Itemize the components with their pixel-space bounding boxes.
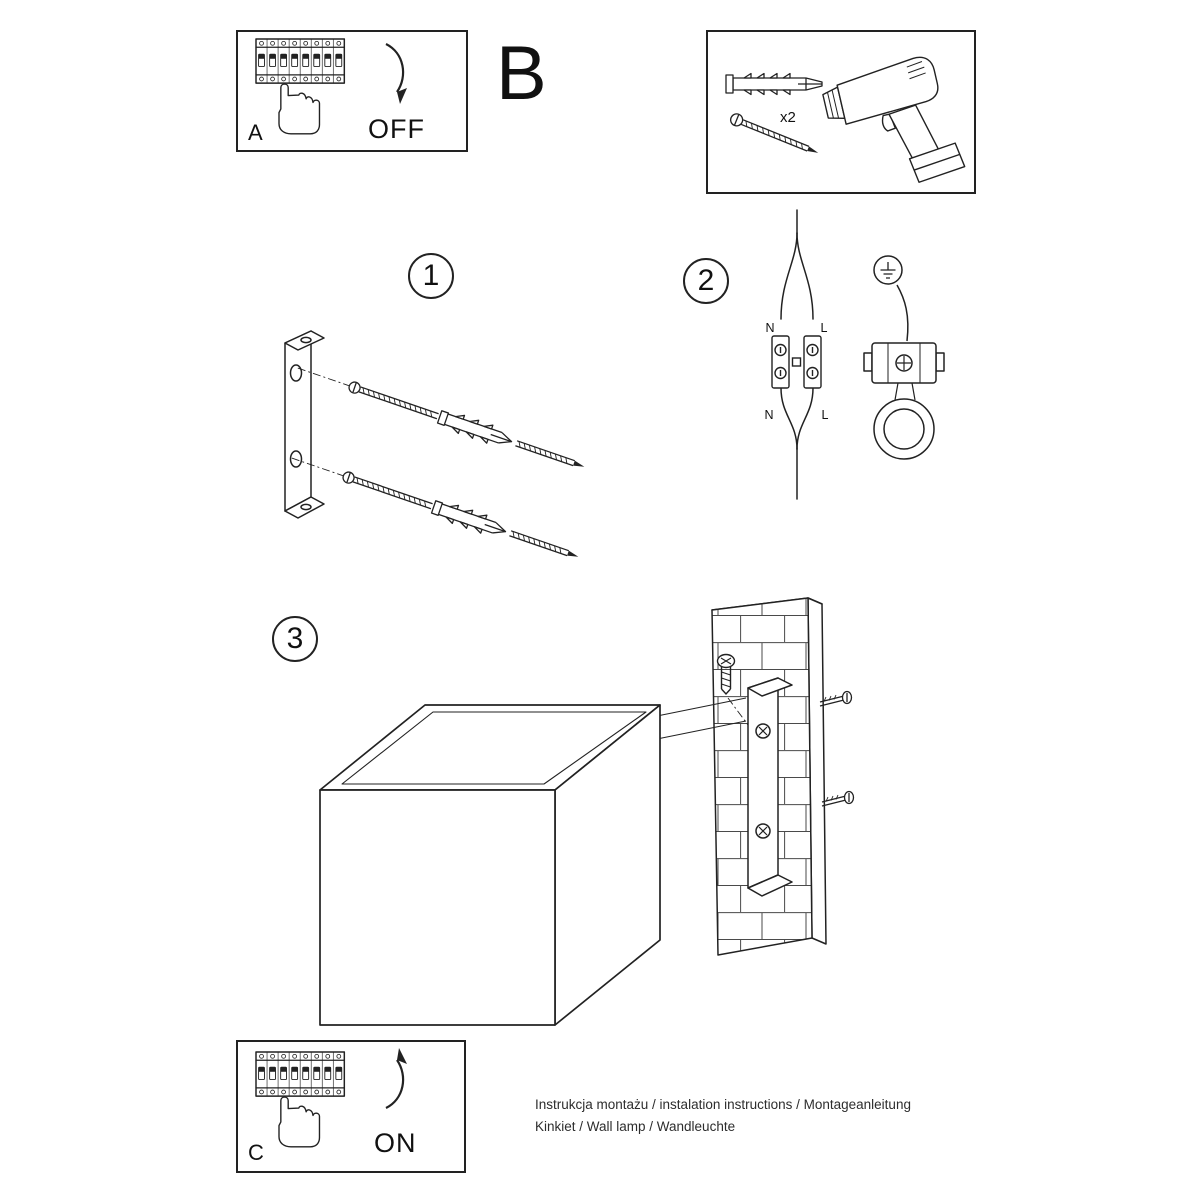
step-3-illustration — [319, 597, 855, 1026]
drill-icon — [822, 56, 966, 183]
wire-label-l-top: L — [821, 321, 828, 335]
earth-ground-icon — [873, 255, 903, 285]
through-bolt-icon — [819, 690, 855, 807]
screw-and-anchor-icon — [288, 448, 583, 567]
wall-anchor-icon — [725, 72, 823, 96]
power-off-panel: A OFF — [236, 30, 468, 152]
footer-text: Instrukcja montażu / instalation instruc… — [535, 1094, 911, 1138]
off-label: OFF — [368, 114, 425, 144]
wiring-diagram-icon — [780, 209, 814, 500]
panel-c-label: C — [248, 1140, 264, 1165]
cube-lamp-icon — [319, 704, 661, 1026]
wall-bracket-icon — [747, 677, 793, 897]
breaker-panel-hand-icon — [255, 1051, 346, 1148]
wire-label-n-top: N — [765, 321, 774, 335]
flip-down-arrow-icon — [385, 43, 407, 104]
wire-label-l-bottom: L — [822, 408, 829, 422]
step-2-number: 2 — [697, 264, 715, 297]
step-1-illustration — [284, 330, 589, 567]
footer-line-2: Kinkiet / Wall lamp / Wandleuchte — [535, 1119, 736, 1134]
step-1-number: 1 — [422, 259, 440, 292]
section-letter-b: B — [496, 31, 547, 116]
parts-illustration: x2 — [725, 56, 966, 183]
step-2-badge: 2 — [683, 258, 729, 304]
lamp-connector-icon — [863, 284, 945, 460]
fixing-screw-icon — [716, 653, 749, 726]
breaker-panel-hand-icon — [255, 38, 346, 135]
screw-and-anchor-icon — [294, 358, 589, 477]
alignment-lines — [656, 697, 747, 740]
flip-up-arrow-icon — [385, 1048, 407, 1109]
wire-label-n-bottom: N — [764, 408, 773, 422]
breaker-on-illustration — [255, 1048, 407, 1148]
terminal-block-icon — [771, 335, 822, 389]
mounting-bracket-icon — [284, 330, 325, 519]
breaker-off-illustration — [255, 38, 407, 135]
footer-line-1: Instrukcja montażu / instalation instruc… — [535, 1097, 911, 1112]
parts-box: x2 — [706, 30, 976, 194]
power-on-panel: C ON — [236, 1040, 466, 1173]
screw-icon — [729, 113, 819, 153]
panel-a-label: A — [248, 120, 263, 145]
step-3-number: 3 — [286, 622, 304, 655]
on-label: ON — [374, 1128, 417, 1158]
step-1-badge: 1 — [408, 253, 454, 299]
anchor-quantity-label: x2 — [780, 109, 796, 126]
step-2-wiring-illustration: N L N L — [764, 209, 945, 500]
step-3-badge: 3 — [272, 616, 318, 662]
